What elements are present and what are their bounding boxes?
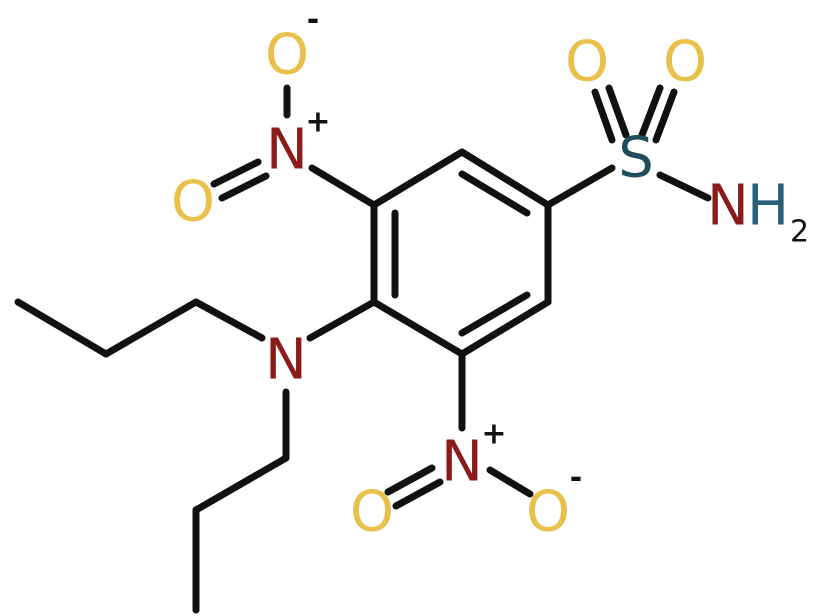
- atom-s: S: [618, 126, 654, 191]
- atom-o-bottom-left: O: [350, 480, 394, 545]
- charge-o-top-left: -: [307, 3, 319, 38]
- bond-amine-propyl1-3: [14, 298, 110, 358]
- bond-s-o1-b: [605, 84, 630, 139]
- atoms: O - N + O S O O N H 2 N N + O O -: [171, 3, 809, 545]
- bond-nbottom-o-a: [384, 464, 436, 496]
- ring-bond-3: [458, 298, 552, 358]
- atom-o-s2: O: [663, 30, 707, 95]
- bond-amine-propyl1-1: [192, 298, 266, 342]
- atom-o-s1: O: [565, 30, 609, 95]
- atom-h-amide: H: [747, 174, 789, 239]
- atom-n-amide: N: [707, 174, 749, 239]
- bond-ntop-o-a: [210, 158, 262, 188]
- bond-nbottom-o-minus: [486, 466, 534, 498]
- bond-ntop-o-b: [218, 172, 270, 202]
- bond-ring-s: [544, 164, 616, 209]
- atom-o-left: O: [171, 170, 215, 235]
- bond-ring-nitro-top: [308, 164, 378, 209]
- atom-n-bottom: N: [441, 430, 483, 495]
- bond-amine-propyl2-2: [192, 454, 290, 514]
- bond-s-o2-b: [652, 88, 678, 144]
- ring-bond-6: [370, 148, 466, 209]
- bond-s-o2-a: [638, 84, 664, 139]
- ring-double-2: [458, 291, 531, 337]
- bond-s-o1-a: [591, 88, 616, 144]
- charge-o-bottom-right: -: [570, 461, 582, 496]
- bond-amine-propyl1-2: [102, 298, 200, 358]
- atom-n-amine: N: [265, 328, 307, 393]
- ring-bond-4: [370, 298, 466, 358]
- ring-bond-1: [458, 148, 552, 209]
- subscript-h2: 2: [790, 215, 809, 250]
- ring-double-1: [458, 170, 531, 217]
- bond-s-n: [656, 171, 712, 202]
- bond-ring-amine: [306, 298, 378, 342]
- charge-n-bottom: +: [481, 417, 506, 452]
- atom-o-top-left: O: [265, 23, 309, 88]
- atom-o-bottom-right: O: [526, 480, 570, 545]
- bonds: [14, 84, 712, 614]
- atom-n-top: N: [266, 118, 308, 183]
- charge-n-top: +: [305, 105, 330, 140]
- bond-nbottom-o-b: [392, 478, 444, 510]
